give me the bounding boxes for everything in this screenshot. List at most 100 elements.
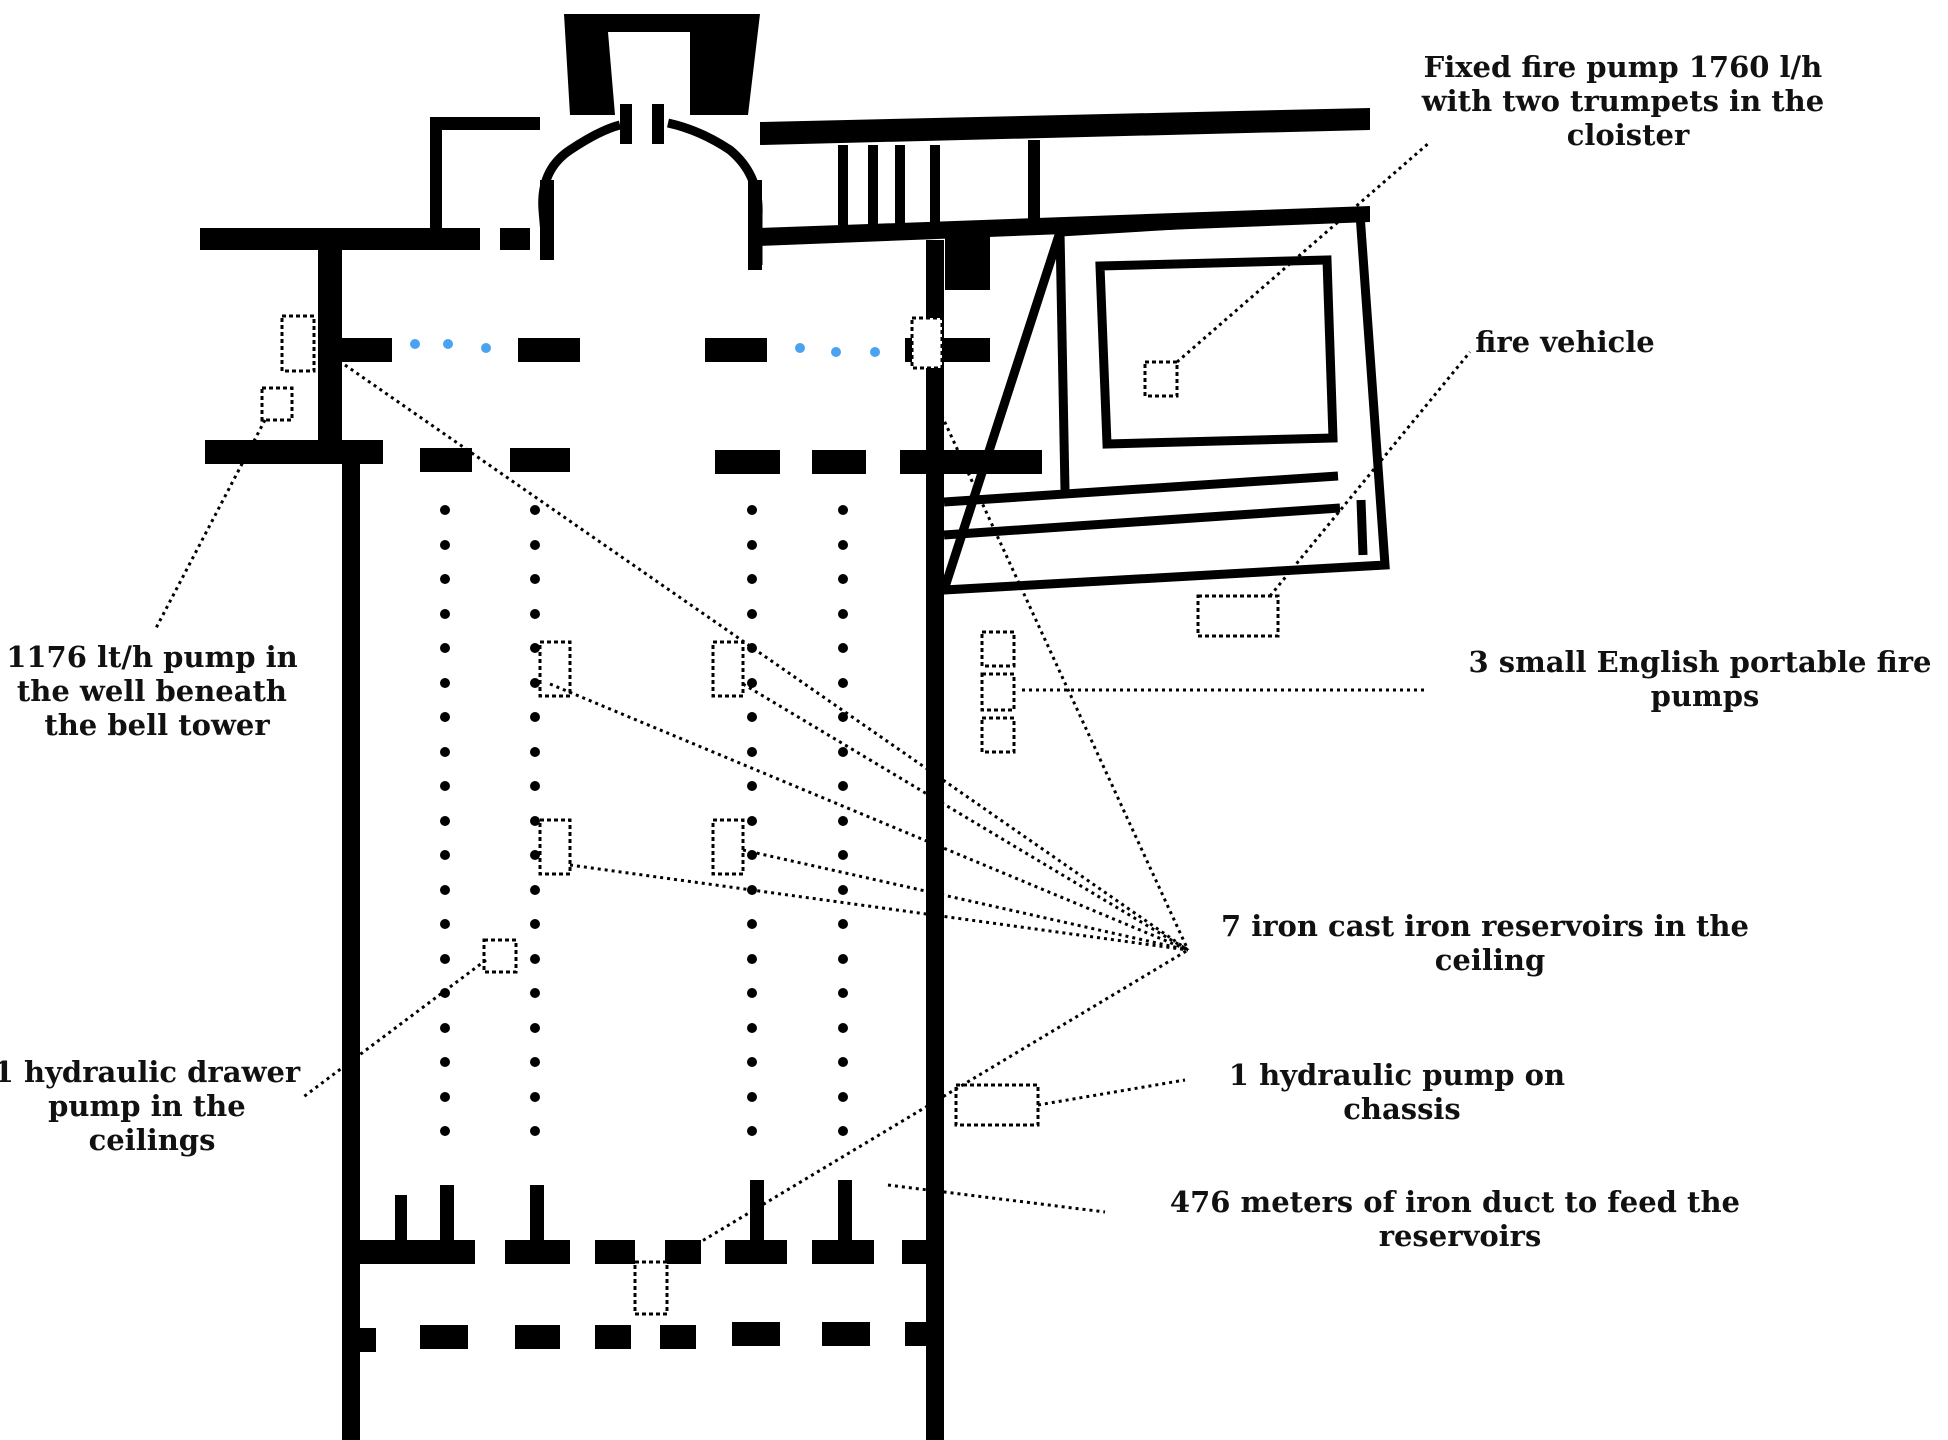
bottom-dash-2 [505, 1240, 570, 1264]
cloister-second-wall [760, 206, 1370, 246]
nave-top-dash-2 [510, 448, 570, 472]
pillar-dot [530, 850, 540, 860]
pillar-dot [838, 954, 848, 964]
pillar-dot [530, 988, 540, 998]
reservoir-marker [538, 818, 572, 876]
cloister-walk-line-1 [943, 471, 1339, 507]
blue-dot [443, 339, 453, 349]
pillar-dot [440, 643, 450, 653]
bottom-pillar-stub-1 [395, 1195, 407, 1245]
bell-tower-neck-left [620, 104, 632, 144]
leader-chassis-pump [1037, 1078, 1186, 1107]
leader-fixed-pump [1176, 140, 1431, 364]
lower-dash-3 [515, 1325, 560, 1349]
pillar-dot [838, 885, 848, 895]
blue-dot [795, 343, 805, 353]
pillar-dot [747, 919, 757, 929]
leader-reservoir [742, 682, 1189, 952]
well-pump-marker [260, 386, 294, 422]
pillar-dot [747, 678, 757, 688]
drawer-pump-marker [482, 938, 518, 974]
upper-cross-wall-left [200, 228, 480, 250]
lower-dash-7 [822, 1322, 870, 1346]
pillar-dot [747, 781, 757, 791]
iron-duct-label: 476 meters of iron duct to feed the rese… [1170, 1185, 1750, 1253]
pillar-dot [747, 954, 757, 964]
leader-reservoir [549, 682, 1189, 952]
pillar-dot [838, 1057, 848, 1067]
annex-top-bar [430, 117, 540, 130]
bottom-dash-5 [725, 1240, 787, 1264]
leader-reservoir [666, 948, 1189, 1264]
pillar-dot [530, 1023, 540, 1033]
building-walls [200, 14, 1390, 1440]
cloister-tick-3 [895, 145, 905, 225]
bell-tower-neck-right [652, 104, 664, 144]
pillar-dot [747, 712, 757, 722]
pillar-dot [440, 816, 450, 826]
blue-dot [410, 339, 420, 349]
drawer-pump-label: 1 hydraulic drawer pump in the ceilings [0, 1055, 310, 1157]
reservoir-marker [711, 818, 745, 876]
left-nave-wall [342, 460, 360, 1440]
cloister-corner-block [945, 235, 990, 290]
leader-reservoir [928, 389, 1190, 951]
lower-dash-4 [595, 1325, 631, 1349]
pillar-dot [747, 1057, 757, 1067]
bottom-dash-7 [902, 1240, 944, 1264]
pillar-dot [530, 816, 540, 826]
pillar-dot [838, 540, 848, 550]
pillar-dot [440, 1023, 450, 1033]
portable-pump-marker-3 [980, 716, 1016, 754]
transept-dash-3 [705, 338, 767, 362]
blue-dot [481, 343, 491, 353]
pillar-dot [838, 1092, 848, 1102]
blue-dot [870, 347, 880, 357]
cloister-garden [1095, 255, 1338, 449]
pillar-dot [530, 574, 540, 584]
pillar-dot [838, 712, 848, 722]
well-pump-label: 1176 lt/h pump in the well beneath the b… [6, 640, 308, 742]
bottom-dash-6 [812, 1240, 874, 1264]
pillar-dot [838, 643, 848, 653]
pillar-dot [838, 1023, 848, 1033]
pillar-dot [530, 919, 540, 929]
pillar-dot [747, 540, 757, 550]
pillar-dot [530, 954, 540, 964]
pillar-dot [440, 609, 450, 619]
portable-pump-marker-1 [980, 630, 1016, 668]
pillar-dot [747, 505, 757, 515]
pillar-dot [440, 678, 450, 688]
pillar-dot [440, 954, 450, 964]
cloister-top-wall [760, 108, 1370, 145]
lower-dash-1 [360, 1328, 376, 1352]
pillar-dot [530, 609, 540, 619]
pillar-dot [530, 505, 540, 515]
pillar-dot [440, 574, 450, 584]
bottom-pillar-stub-5 [838, 1180, 852, 1245]
blue-dot [831, 347, 841, 357]
bottom-dash-3 [595, 1240, 635, 1264]
nave-top-dash-5 [900, 450, 1042, 474]
pillar-dot [530, 643, 540, 653]
pillar-dot [440, 1057, 450, 1067]
pillar-dot [838, 781, 848, 791]
upper-cross-wall-mid [500, 228, 530, 250]
chassis-pump-marker [954, 1083, 1040, 1127]
pillar-dot [530, 885, 540, 895]
lower-dash-8 [905, 1322, 943, 1346]
portable-pumps-label: 3 small English portable fire pumps [1468, 645, 1941, 713]
nave-top-dash-3 [715, 450, 780, 474]
fixed-pump-label: Fixed fire pump 1760 l/h with two trumpe… [1421, 50, 1835, 152]
cloister-tick-1 [838, 145, 848, 225]
reservoirs-label: 7 iron cast iron reservoirs in the ceili… [1221, 909, 1759, 977]
pillar-dot [838, 988, 848, 998]
fixed-pump-marker [1143, 360, 1179, 398]
leader-lines [153, 140, 1472, 1264]
left-upper-wall [318, 248, 342, 463]
pillar-dot [440, 540, 450, 550]
cloister-walk-post [1356, 499, 1368, 556]
bottom-dash-1 [355, 1240, 475, 1264]
pillar-dot [530, 747, 540, 757]
pillar-dot [530, 781, 540, 791]
